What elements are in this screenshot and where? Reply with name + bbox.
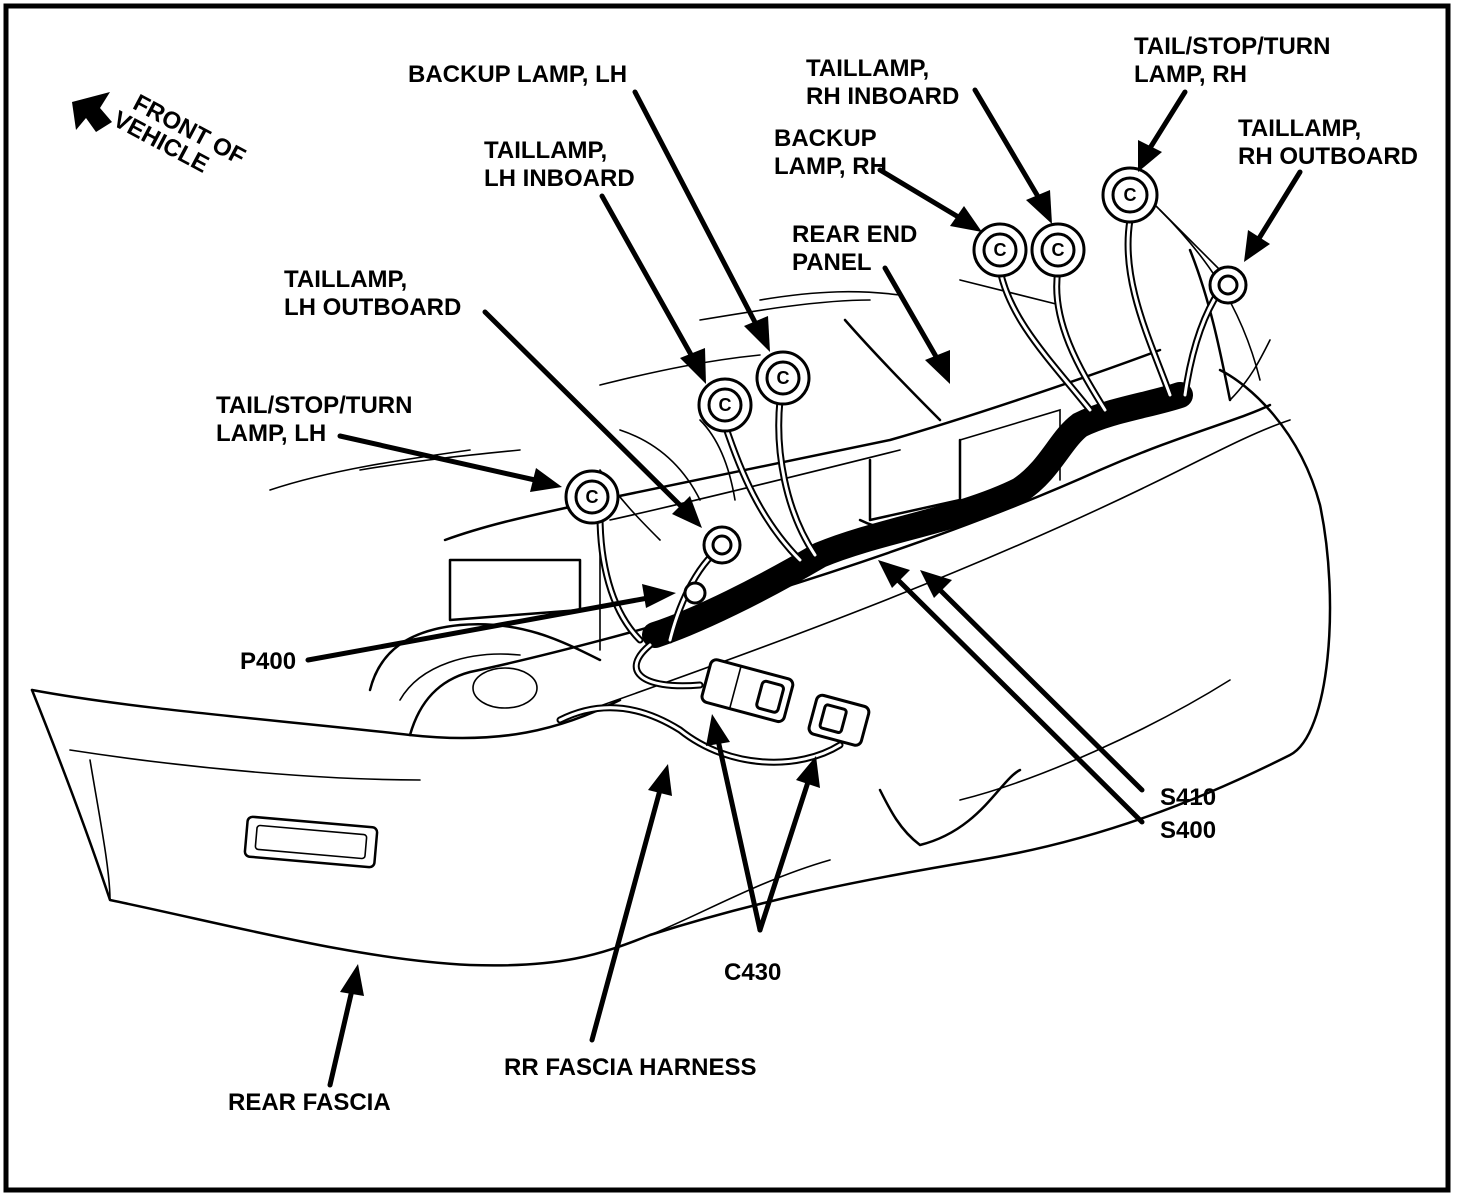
arrow-taillamp-lh-inboard	[680, 348, 706, 384]
svg-text:C: C	[1052, 240, 1065, 260]
label-s410: S410	[1160, 784, 1216, 811]
label-c430: C430	[724, 959, 781, 986]
leader-arrows	[305, 87, 1303, 1088]
svg-text:C: C	[994, 240, 1007, 260]
label-taillamp-lh-outboard-2: LH OUTBOARD	[284, 294, 461, 321]
label-tail-stop-turn-lh-2: LAMP, LH	[216, 420, 326, 447]
socket-backup-lamp-lh: C	[755, 350, 811, 406]
socket-backup-lamp-rh: C	[972, 222, 1028, 278]
diagram-border	[3, 3, 1451, 1193]
arrow-c430-female	[796, 756, 820, 788]
socket-taillamp-rh-outboard	[1208, 265, 1248, 305]
arrow-s400	[878, 560, 910, 588]
wiring-harness	[556, 216, 1224, 766]
arrow-c430-male	[706, 714, 730, 746]
vehicle-body	[30, 199, 1332, 967]
arrow-taillamp-rh-outboard	[1244, 230, 1270, 262]
label-rear-end-panel-2: PANEL	[792, 249, 872, 276]
label-taillamp-rh-inboard-1: TAILLAMP,	[806, 55, 929, 82]
label-tail-stop-turn-rh-1: TAIL/STOP/TURN	[1134, 33, 1330, 60]
label-tail-stop-turn-lh-1: TAIL/STOP/TURN	[216, 392, 412, 419]
arrow-backup-lamp-rh	[950, 206, 982, 232]
label-taillamp-rh-outboard-1: TAILLAMP,	[1238, 115, 1361, 142]
socket-tail-stop-turn-lh: C	[564, 469, 620, 525]
callout-labels: BACKUP LAMP, LH TAILLAMP, LH INBOARD TAI…	[216, 33, 1418, 1116]
label-taillamp-lh-inboard-1: TAILLAMP,	[484, 137, 607, 164]
label-p400: P400	[240, 648, 296, 675]
label-rr-fascia-harness: RR FASCIA HARNESS	[504, 1054, 756, 1081]
socket-taillamp-lh-inboard: C	[697, 377, 753, 433]
arrow-tail-stop-turn-rh	[1138, 140, 1162, 172]
arrow-rr-fascia-harness	[648, 764, 672, 796]
label-backup-lamp-rh-1: BACKUP	[774, 125, 877, 152]
socket-taillamp-rh-inboard: C	[1030, 222, 1086, 278]
arrow-tail-stop-turn-lh	[530, 468, 562, 492]
connector-p400	[683, 581, 707, 605]
label-rear-end-panel-1: REAR END	[792, 221, 917, 248]
front-of-vehicle-indicator: FRONT OF VEHICLE	[72, 89, 250, 179]
arrow-backup-lamp-lh	[744, 316, 770, 352]
arrow-p400	[642, 584, 676, 608]
label-s400: S400	[1160, 817, 1216, 844]
svg-text:C: C	[777, 368, 790, 388]
connectors	[683, 581, 871, 747]
arrow-rear-end-panel	[925, 350, 950, 384]
svg-text:C: C	[1124, 185, 1137, 205]
svg-text:C: C	[719, 395, 732, 415]
socket-tail-stop-turn-rh: C	[1101, 166, 1159, 224]
label-taillamp-rh-inboard-2: RH INBOARD	[806, 83, 959, 110]
connector-c430-male	[700, 658, 795, 724]
svg-text:C: C	[586, 487, 599, 507]
arrow-rear-fascia	[340, 964, 364, 996]
label-backup-lamp-rh-2: LAMP, RH	[774, 153, 887, 180]
connector-c430-female	[807, 693, 871, 747]
label-taillamp-lh-inboard-2: LH INBOARD	[484, 165, 635, 192]
label-backup-lamp-lh: BACKUP LAMP, LH	[408, 61, 627, 88]
label-tail-stop-turn-rh-2: LAMP, RH	[1134, 61, 1247, 88]
arrow-s410	[920, 570, 952, 598]
arrow-taillamp-lh-outboard	[672, 496, 702, 528]
arrow-taillamp-rh-inboard	[1026, 190, 1052, 224]
label-rear-fascia: REAR FASCIA	[228, 1089, 391, 1116]
socket-taillamp-lh-outboard	[702, 525, 742, 565]
front-direction-arrow-icon	[72, 92, 112, 132]
label-taillamp-lh-outboard-1: TAILLAMP,	[284, 266, 407, 293]
lamp-sockets: C C C C C C	[564, 166, 1248, 565]
label-taillamp-rh-outboard-2: RH OUTBOARD	[1238, 143, 1418, 170]
